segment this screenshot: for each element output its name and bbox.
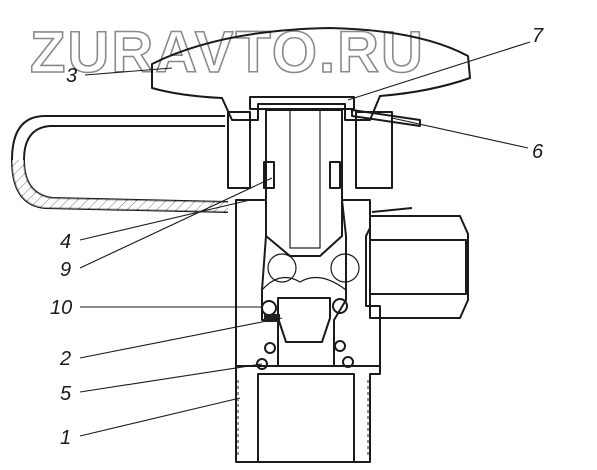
bonnet-sleeve bbox=[227, 111, 393, 189]
spring-washer bbox=[351, 109, 421, 127]
callout-7: 7 bbox=[532, 25, 544, 47]
threaded-inlet bbox=[235, 365, 381, 463]
valve-plug-seat bbox=[264, 314, 280, 322]
callout-10: 10 bbox=[50, 297, 72, 319]
handle-loop bbox=[11, 115, 229, 213]
callout-6: 6 bbox=[532, 141, 544, 163]
callout-5: 5 bbox=[60, 383, 72, 405]
callout-4: 4 bbox=[60, 231, 71, 253]
return-spring bbox=[256, 340, 354, 370]
callout-2: 2 bbox=[59, 348, 71, 370]
leader-lines bbox=[79, 41, 531, 437]
seal-ring bbox=[261, 298, 348, 316]
callout-1: 1 bbox=[60, 427, 71, 449]
o-rings bbox=[263, 161, 341, 189]
cap-handwheel bbox=[151, 27, 471, 121]
side-outlet-fitting bbox=[267, 207, 469, 319]
callout-3: 3 bbox=[66, 65, 77, 87]
valve-plug bbox=[277, 297, 331, 343]
callout-9: 9 bbox=[60, 259, 71, 281]
